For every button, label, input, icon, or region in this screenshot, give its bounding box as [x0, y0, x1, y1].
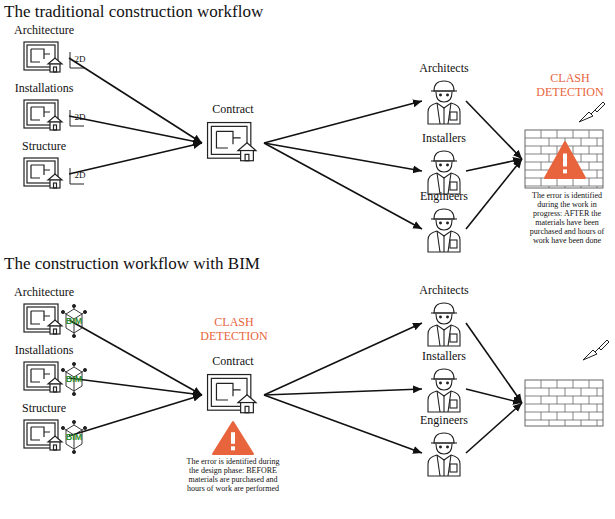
node-label: Architecture: [0, 286, 88, 300]
brick-wall: CLASH DETECTIONThe error is identified d…: [525, 130, 603, 188]
drawing-sheet: Architecture2D: [22, 40, 66, 76]
section-title: The construction workflow with BIM: [4, 254, 260, 274]
worker-icon: [425, 206, 463, 252]
alert-text: CLASH DETECTION: [191, 316, 277, 344]
flow-arrow: [264, 395, 422, 453]
worker-figure: Engineers: [425, 430, 463, 476]
docTri-icon: [205, 372, 261, 418]
node-label: Installers: [400, 350, 488, 364]
docbim-icon: [22, 418, 66, 454]
node-label: Engineers: [400, 414, 488, 428]
node-label: Architects: [400, 284, 488, 298]
flow-arrow: [69, 378, 202, 395]
flow-arrow: [264, 101, 422, 143]
worker-icon: [425, 78, 463, 124]
wallBot-icon: [525, 380, 603, 426]
flow-arrow: [69, 143, 202, 174]
node-label: 2D: [72, 112, 88, 122]
worker-icon: [425, 148, 463, 194]
drawing-sheet: StructureBIM: [22, 418, 66, 454]
drawing-sheet: Contract: [205, 120, 261, 166]
note-text: The error is identified during the desig…: [183, 458, 283, 494]
flow-arrow: [264, 389, 422, 395]
worker-figure: Architects: [425, 78, 463, 124]
flow-arrow: [264, 323, 422, 395]
bim-tag: BIM: [62, 316, 86, 326]
drawing-sheet: CLASH DETECTIONContractThe error is iden…: [205, 372, 261, 418]
worker-icon: [425, 366, 463, 412]
node-label: Installers: [400, 132, 488, 146]
docbim-icon: [22, 302, 66, 338]
flow-arrow: [264, 143, 422, 229]
doc2d-icon: [22, 40, 66, 76]
flow-arrow: [466, 101, 522, 159]
drawing-sheet: Installations2D: [22, 98, 66, 134]
brick-wall: [525, 380, 603, 426]
bim-tag: BIM: [62, 432, 86, 442]
drawing-sheet: InstallationsBIM: [22, 360, 66, 396]
node-label: Installations: [0, 344, 88, 358]
flow-arrow: [466, 389, 522, 403]
worker-icon: [425, 300, 463, 346]
node-label: Architects: [400, 62, 488, 76]
node-label: Contract: [189, 103, 277, 117]
worker-figure: Installers: [425, 366, 463, 412]
note-text: The error is identified during the work …: [523, 192, 611, 246]
node-label: Structure: [0, 140, 88, 154]
node-label: 2D: [72, 170, 88, 180]
flow-arrow: [466, 323, 522, 403]
worker-figure: Architects: [425, 300, 463, 346]
flow-arrow: [69, 58, 202, 143]
bim-tag: BIM: [62, 374, 86, 384]
wallTop-icon: [525, 130, 603, 188]
node-label: 2D: [72, 54, 88, 64]
flow-arrow: [466, 159, 522, 229]
node-label: Contract: [189, 355, 277, 369]
doc2d-icon: [22, 156, 66, 192]
node-label: Structure: [0, 402, 88, 416]
flow-arrow: [69, 395, 202, 436]
flow-arrow: [69, 116, 202, 143]
worker-figure: Installers: [425, 148, 463, 194]
drawing-sheet: ArchitectureBIM: [22, 302, 66, 338]
doc-icon: [205, 120, 261, 166]
doc2d-icon: [22, 98, 66, 134]
node-label: Installations: [0, 82, 88, 96]
flow-arrow: [69, 320, 202, 395]
drawing-sheet: Structure2D: [22, 156, 66, 192]
worker-icon: [425, 430, 463, 476]
node-label: Architecture: [0, 24, 88, 38]
alert-text: CLASH DETECTION: [527, 72, 613, 100]
flow-arrow: [466, 403, 522, 453]
node-label: Engineers: [400, 190, 488, 204]
section-title: The traditional construction workflow: [4, 2, 263, 22]
docbim-icon: [22, 360, 66, 396]
worker-figure: Engineers: [425, 206, 463, 252]
flow-arrow: [264, 143, 422, 171]
